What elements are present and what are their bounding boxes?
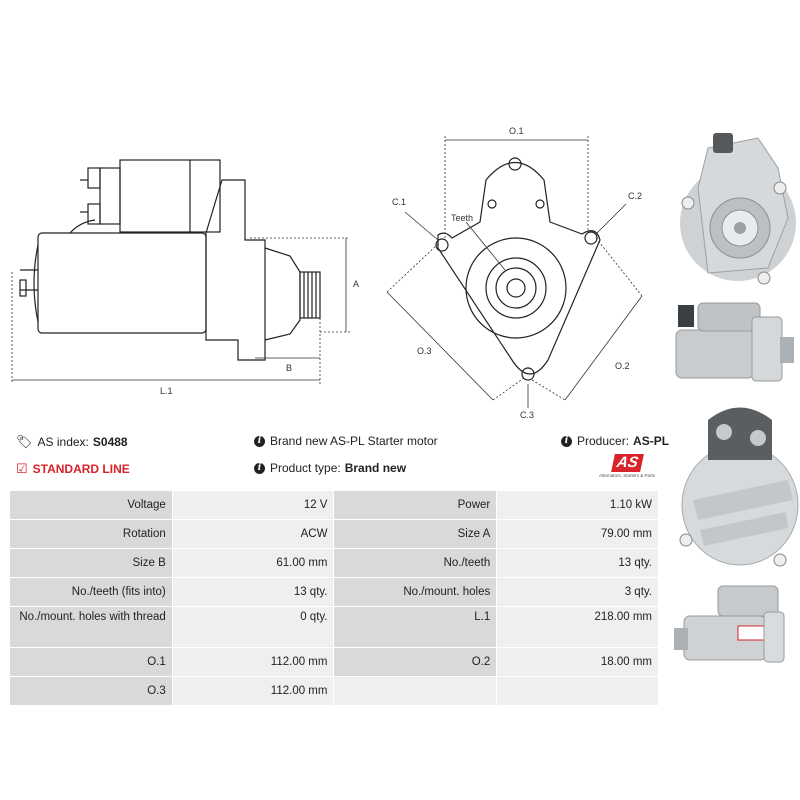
spec-label-cell: Size A bbox=[333, 519, 498, 549]
info-icon: i bbox=[254, 462, 265, 474]
spec-label-cell: O.3 bbox=[9, 676, 173, 706]
technical-drawing: A B L.1 O.1 C.1 C.2 Teeth O.3 O.2 C.3 bbox=[11, 126, 643, 420]
product-photo-side bbox=[675, 302, 794, 382]
dim-label-o1: O.1 bbox=[509, 126, 524, 136]
info-icon: i bbox=[561, 435, 572, 447]
spec-label-cell: O.1 bbox=[9, 647, 173, 677]
spec-value-cell: 112.00 mm bbox=[171, 647, 335, 677]
dim-label-teeth: Teeth bbox=[451, 213, 473, 223]
dim-label-c3: C.3 bbox=[520, 410, 534, 420]
front-view-dimensions bbox=[386, 136, 643, 408]
as-index-value: S0488 bbox=[92, 435, 128, 449]
description-text: Brand new AS-PL Starter motor bbox=[270, 434, 438, 448]
as-index: 🏷︎ AS index: S0488 bbox=[16, 434, 128, 450]
spec-label-cell: No./mount. holes with thread bbox=[9, 606, 173, 648]
spec-label-cell: Power bbox=[333, 490, 498, 520]
spec-value-cell: 3 qty. bbox=[496, 577, 659, 607]
product-photo-rear bbox=[679, 407, 799, 567]
product-description: i Brand new AS-PL Starter motor bbox=[254, 434, 438, 448]
standard-line: ☑ STANDARD LINE bbox=[16, 461, 130, 477]
checkbox-icon: ☑ bbox=[16, 461, 28, 476]
as-pl-logo: AS Alternators, Starters & Parts bbox=[596, 454, 658, 478]
spec-value-cell bbox=[496, 676, 659, 706]
product-type: i Product type: Brand new bbox=[254, 461, 406, 475]
front-view-drawing bbox=[435, 157, 601, 381]
dim-label-c1: C.1 bbox=[392, 197, 406, 207]
producer: i Producer: AS-PL bbox=[561, 434, 669, 448]
product-type-label: Product type: bbox=[270, 461, 341, 475]
spec-label-cell: Size B bbox=[9, 548, 173, 578]
spec-value-cell: 1.10 kW bbox=[496, 490, 659, 520]
spec-value-cell: 218.00 mm bbox=[496, 606, 659, 648]
spec-value-cell: 12 V bbox=[171, 490, 335, 520]
side-view-dimensions bbox=[11, 237, 350, 384]
logo-mark: AS bbox=[610, 454, 644, 472]
spec-label-cell: L.1 bbox=[333, 606, 498, 648]
producer-value: AS-PL bbox=[633, 434, 670, 448]
spec-value-cell: 79.00 mm bbox=[496, 519, 659, 549]
spec-value-cell: ACW bbox=[171, 519, 335, 549]
producer-label: Producer: bbox=[577, 434, 630, 448]
standard-line-label: STANDARD LINE bbox=[32, 462, 130, 476]
dim-label-c2: C.2 bbox=[628, 191, 642, 201]
spec-label-cell: No./teeth (fits into) bbox=[9, 577, 173, 607]
spec-value-cell: 0 qty. bbox=[171, 606, 335, 648]
spec-label-cell bbox=[333, 676, 498, 706]
tag-icon: 🏷︎ bbox=[16, 434, 33, 449]
dim-label-b: B bbox=[286, 363, 292, 373]
spec-label-cell: No./teeth bbox=[333, 548, 498, 578]
spec-label-cell: Voltage bbox=[9, 490, 173, 520]
product-type-value: Brand new bbox=[344, 461, 407, 475]
spec-label-cell: No./mount. holes bbox=[333, 577, 498, 607]
dim-label-o2: O.2 bbox=[615, 361, 630, 371]
spec-label-cell: O.2 bbox=[333, 647, 498, 677]
spec-value-cell: 13 qty. bbox=[496, 548, 659, 578]
dim-label-o3: O.3 bbox=[417, 346, 432, 356]
spec-value-cell: 112.00 mm bbox=[171, 676, 335, 706]
spec-value-cell: 18.00 mm bbox=[496, 647, 659, 677]
product-photo-front bbox=[680, 133, 796, 285]
as-index-label: AS index: bbox=[37, 435, 89, 449]
spec-value-cell: 13 qty. bbox=[171, 577, 335, 607]
spec-value-cell: 61.00 mm bbox=[171, 548, 335, 578]
side-view-drawing bbox=[19, 159, 321, 361]
dim-label-l1: L.1 bbox=[160, 386, 173, 396]
info-icon: i bbox=[254, 435, 265, 447]
table-row: No./teeth (fits into)13 qty.No./mount. h… bbox=[9, 577, 659, 607]
spec-label-cell: Rotation bbox=[9, 519, 173, 549]
product-photo-label-side bbox=[674, 585, 785, 663]
dim-label-a: A bbox=[353, 279, 359, 289]
logo-tagline: Alternators, Starters & Parts bbox=[598, 473, 656, 478]
